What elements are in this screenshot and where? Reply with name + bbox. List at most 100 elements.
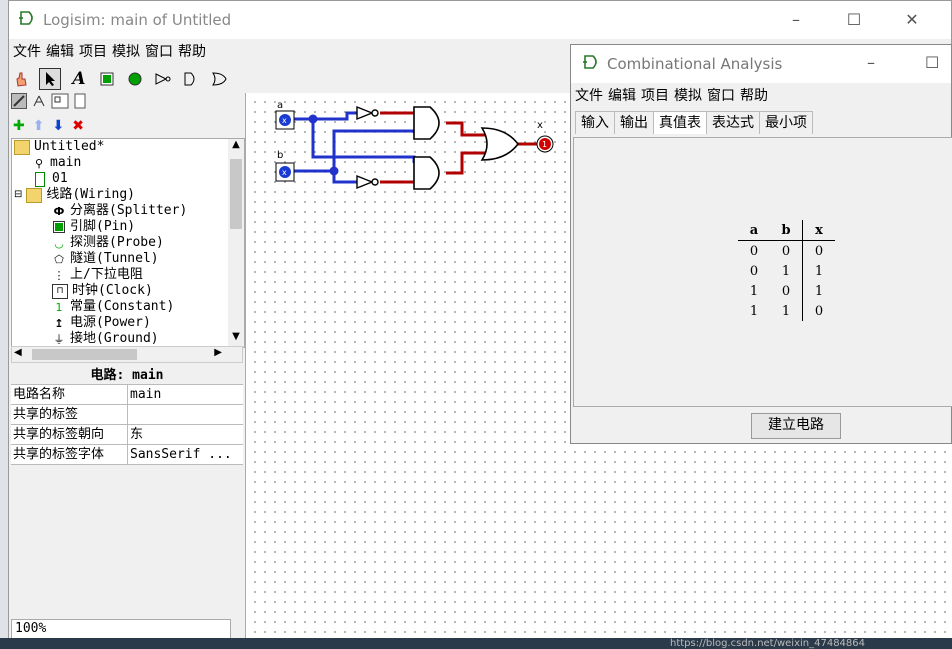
clock-icon: ⊓: [52, 283, 68, 299]
and-gate[interactable]: [413, 106, 440, 140]
circuit-diagram: a b x x: [275, 100, 554, 190]
property-row[interactable]: 电路名称 main: [11, 384, 243, 405]
toolbox-view-icon[interactable]: [11, 93, 27, 113]
delete-circuit-icon[interactable]: ✖: [72, 118, 84, 134]
simulation-tree-icon[interactable]: [31, 93, 47, 113]
table-row: 0 0 0: [738, 240, 835, 261]
tool-toolbar: A: [11, 67, 229, 91]
folder-icon: [14, 139, 30, 155]
maximize-icon[interactable]: ☐: [846, 10, 862, 29]
poke-tool-icon[interactable]: [11, 69, 31, 89]
logisim-logo-icon: [19, 11, 37, 29]
tab-inputs[interactable]: 输入: [575, 111, 615, 134]
main-menubar: 文件 编辑 项目 模拟 窗口 帮助: [9, 39, 951, 63]
tree-item-tunnel[interactable]: ⬠ 隧道(Tunnel): [12, 251, 244, 267]
tree-item-probe[interactable]: ◡ 探测器(Probe): [12, 235, 244, 251]
high-wires: [380, 111, 537, 184]
tree-vertical-scrollbar[interactable]: ▲ ▼: [228, 139, 244, 347]
scroll-thumb[interactable]: [230, 159, 242, 229]
tab-outputs[interactable]: 输出: [614, 111, 654, 134]
tree-item-constant[interactable]: 1 常量(Constant): [12, 299, 244, 315]
move-up-icon[interactable]: ⬆: [32, 118, 45, 134]
not-gate[interactable]: [356, 174, 379, 190]
or-gate[interactable]: [480, 127, 520, 161]
close-icon[interactable]: ✕: [905, 10, 919, 29]
menu-edit[interactable]: 编辑: [46, 44, 74, 60]
resistor-icon: ⋮: [53, 268, 65, 282]
tree-item-clock[interactable]: ⊓ 时钟(Clock): [12, 283, 244, 299]
tree-item-01[interactable]: 01: [12, 171, 244, 187]
select-tool-icon[interactable]: [39, 68, 61, 90]
tab-minimized[interactable]: 最小项: [759, 111, 813, 134]
tree-item-pin[interactable]: 引脚(Pin): [12, 219, 244, 235]
tree-item-splitter[interactable]: Ф 分离器(Splitter): [53, 203, 188, 218]
circuit-icon: [35, 171, 45, 187]
tree-horizontal-scrollbar[interactable]: ◀ ▶: [11, 346, 243, 363]
output-pin-x[interactable]: 1: [536, 135, 554, 153]
layout-view-icon[interactable]: [51, 93, 69, 113]
truth-table-header: x: [802, 220, 835, 241]
add-pin-icon[interactable]: [97, 69, 117, 89]
power-icon: ↥: [54, 316, 64, 330]
property-row[interactable]: 共享的标签: [11, 405, 243, 425]
and-gate-tool-icon[interactable]: [181, 69, 201, 89]
menu-project[interactable]: 项目: [641, 88, 669, 104]
tree-item-ground[interactable]: ⏚ 接地(Ground): [53, 331, 159, 346]
tree-item-resistor[interactable]: ⋮ 上/下拉电阻: [53, 267, 143, 282]
input-pin-b[interactable]: x: [275, 162, 295, 182]
tree-item-untitled[interactable]: Untitled*: [12, 139, 244, 155]
truth-table: a b x 0 0 0 0 1 1 1 0 1 1 1 0: [738, 220, 835, 321]
menu-simulate[interactable]: 模拟: [674, 88, 702, 104]
output-x-label: x: [537, 120, 543, 131]
svg-text:1: 1: [542, 140, 547, 149]
scroll-left-icon[interactable]: ◀: [14, 347, 22, 358]
add-circuit-icon[interactable]: ✚: [13, 118, 25, 134]
menu-file[interactable]: 文件: [13, 44, 41, 60]
pin-icon: [52, 220, 66, 234]
and-gate[interactable]: [413, 156, 440, 190]
menu-file[interactable]: 文件: [575, 88, 603, 104]
scroll-up-icon[interactable]: ▲: [232, 139, 240, 150]
menu-help[interactable]: 帮助: [740, 88, 768, 104]
probe-icon: ◡: [54, 236, 64, 250]
truth-table-header: a: [738, 220, 770, 241]
explorer-toolbar: [11, 93, 87, 113]
menu-project[interactable]: 项目: [79, 44, 107, 60]
not-gate[interactable]: [356, 105, 379, 121]
text-tool-icon[interactable]: A: [72, 69, 86, 89]
add-output-icon[interactable]: [125, 69, 145, 89]
zoom-level[interactable]: 100%: [11, 619, 231, 639]
collapse-icon[interactable]: ⊟: [14, 189, 23, 200]
not-gate-tool-icon[interactable]: [153, 69, 173, 89]
scroll-down-icon[interactable]: ▼: [232, 331, 240, 342]
tab-expression[interactable]: 表达式: [706, 111, 760, 134]
build-circuit-button[interactable]: 建立电路: [751, 413, 841, 439]
scroll-right-icon[interactable]: ▶: [214, 347, 222, 358]
menu-edit[interactable]: 编辑: [608, 88, 636, 104]
tab-truth-table[interactable]: 真值表: [653, 111, 707, 134]
property-row[interactable]: 共享的标签字体 SansSerif ...: [11, 445, 243, 465]
or-gate-tool-icon[interactable]: [209, 69, 229, 89]
input-pin-a[interactable]: x: [275, 110, 295, 130]
property-row[interactable]: 共享的标签朝向 东: [11, 425, 243, 445]
combo-window-title: Combinational Analysis: [607, 55, 783, 73]
taskbar-strip: https://blog.csdn.net/weixin_47484864: [0, 638, 952, 649]
tree-item-wiring[interactable]: ⊟ 线路(Wiring): [14, 187, 136, 203]
pin-b-label: b: [277, 150, 283, 161]
splitter-icon: Ф: [53, 204, 65, 218]
maximize-icon[interactable]: ☐: [925, 53, 940, 72]
menu-simulate[interactable]: 模拟: [112, 44, 140, 60]
tree-item-main[interactable]: ⚲ main: [12, 155, 244, 171]
menu-window[interactable]: 窗口: [145, 44, 173, 60]
minimize-icon[interactable]: –: [867, 53, 875, 72]
tree-item-power[interactable]: ↥ 电源(Power): [12, 315, 244, 331]
hscroll-thumb[interactable]: [32, 349, 137, 360]
combo-titlebar: Combinational Analysis – ☐: [571, 45, 951, 83]
explorer-tree: Untitled* ⚲ main 01 ⊟ 线路(Wiring) Ф 分离器(S…: [11, 138, 245, 348]
move-down-icon[interactable]: ⬇: [52, 118, 65, 134]
menu-help[interactable]: 帮助: [178, 44, 206, 60]
minimize-icon[interactable]: –: [792, 10, 800, 29]
appearance-view-icon[interactable]: [73, 93, 87, 113]
menu-window[interactable]: 窗口: [707, 88, 735, 104]
low-wires: [292, 111, 416, 184]
